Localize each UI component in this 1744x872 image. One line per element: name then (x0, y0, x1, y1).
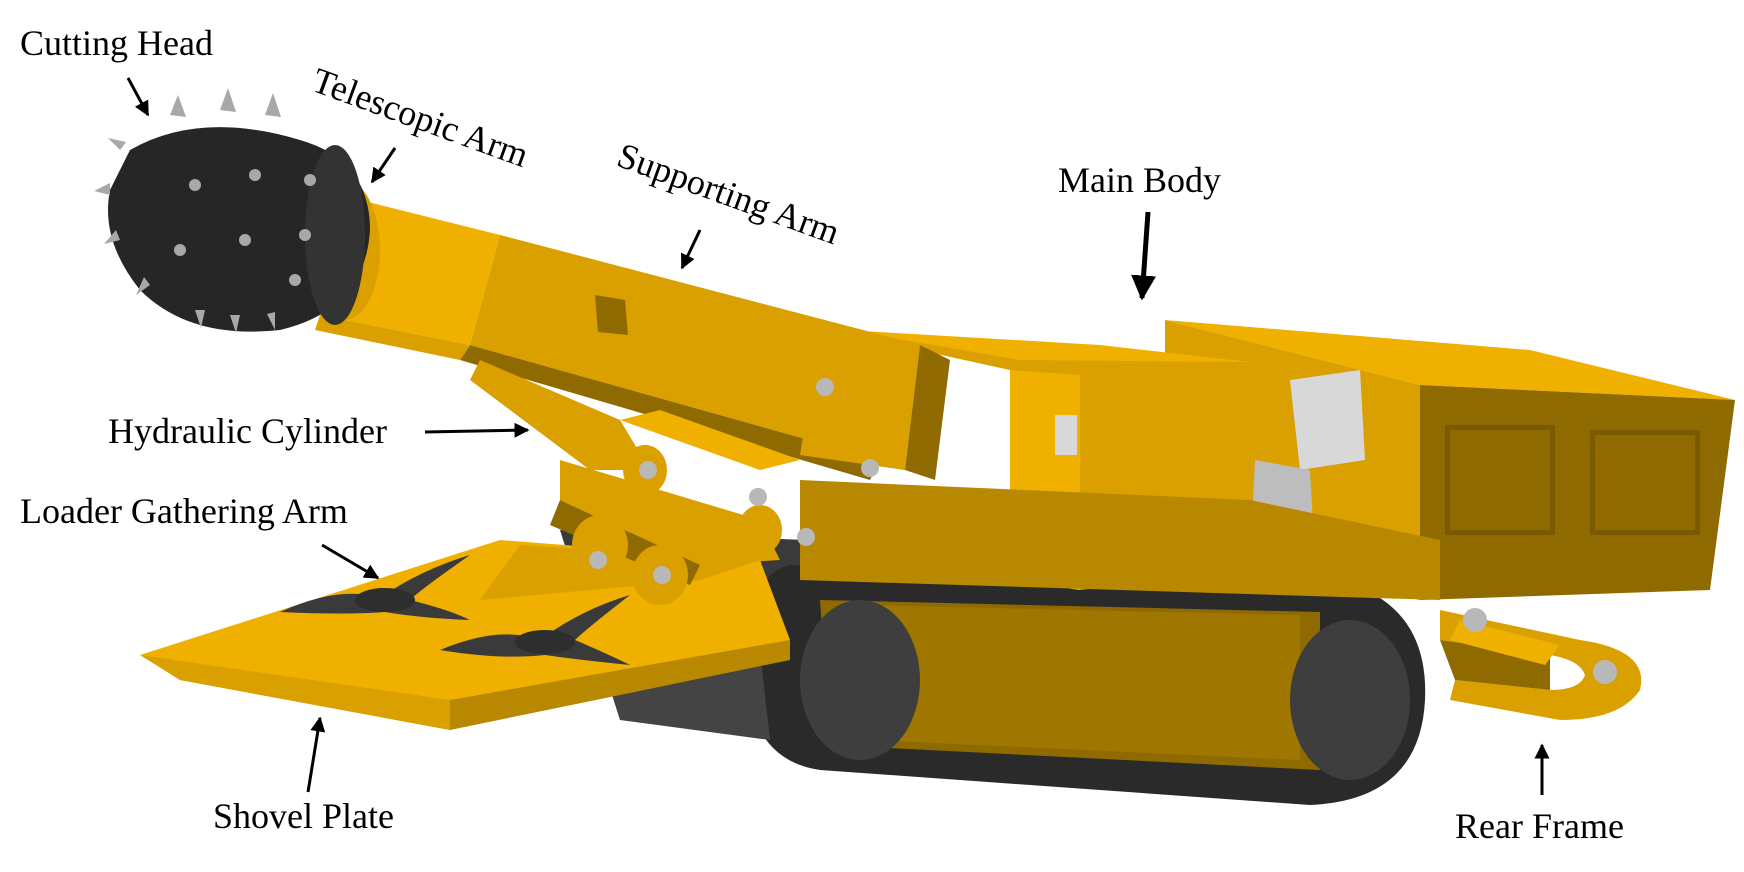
loader-gathering-arm (280, 555, 630, 665)
arrow-icon (1131, 211, 1157, 301)
shovel-plate (140, 540, 790, 730)
label-supporting-arm: Supporting Arm (612, 135, 845, 252)
rear-bolt (1463, 608, 1487, 632)
arrow-icon (370, 147, 397, 184)
operator-panel (1290, 370, 1365, 470)
label-main-body: Main Body (1058, 160, 1221, 200)
arrow-icon (424, 422, 530, 438)
main-body (800, 320, 1735, 600)
label-rear-frame: Rear Frame (1455, 806, 1624, 846)
label-hydraulic-cylinder: Hydraulic Cylinder (108, 411, 387, 451)
supporting-arm (400, 215, 950, 480)
label-shovel-plate: Shovel Plate (213, 796, 394, 836)
arrow-icon (126, 77, 150, 117)
arrow-icon (680, 229, 702, 270)
rear-bolt (1593, 660, 1617, 684)
arrow-icon (306, 716, 326, 793)
cutting-head (94, 88, 370, 333)
rear-roller (1290, 620, 1410, 780)
arrow-icon (321, 543, 380, 580)
front-roller (800, 600, 920, 760)
label-loader-gathering-arm: Loader Gathering Arm (20, 491, 348, 531)
label-cutting-head: Cutting Head (20, 23, 213, 63)
hydraulic-cylinder (470, 360, 815, 605)
cutting-picks (94, 88, 316, 333)
rear-frame (1440, 608, 1642, 720)
